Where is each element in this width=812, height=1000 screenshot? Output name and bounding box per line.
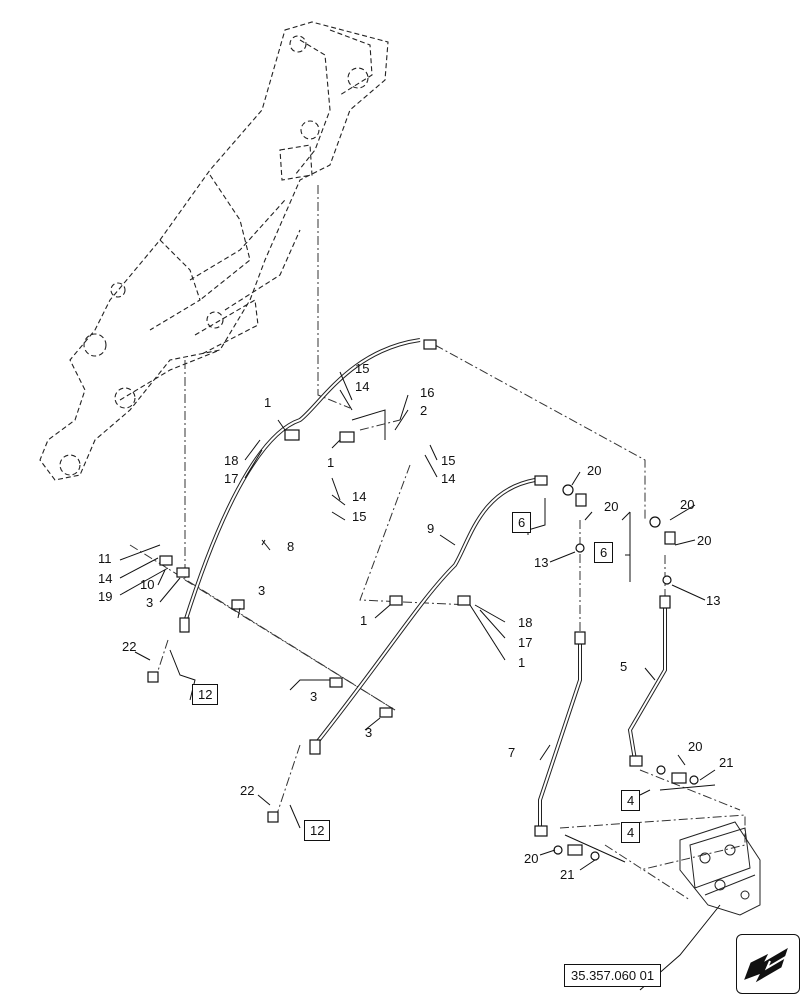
- callout-15: 15: [441, 453, 456, 468]
- callout-19: 19: [98, 589, 113, 604]
- callout-14: 14: [98, 571, 113, 586]
- callout-22: 22: [240, 783, 255, 798]
- callout-3: 3: [365, 725, 373, 740]
- arrow-down-left-icon: [744, 947, 790, 983]
- leader-lines: [119, 371, 721, 991]
- callout-20: 20: [688, 739, 703, 754]
- boxed-callout-12: 12: [192, 684, 219, 705]
- callout-16: 16: [420, 385, 435, 400]
- callout-14: 14: [355, 379, 370, 394]
- callout-1: 1: [327, 455, 335, 470]
- callout-20: 20: [587, 463, 602, 478]
- reference-label: 35.357.060 01: [564, 964, 662, 987]
- boxed-callout-4: 4: [621, 790, 641, 811]
- callout-8: 8: [287, 539, 295, 554]
- callout-1: 1: [518, 655, 526, 670]
- callout-17: 17: [518, 635, 533, 650]
- callout-10: 10: [140, 577, 155, 592]
- callout-11: 11: [98, 551, 112, 566]
- loader-arm: [39, 21, 389, 481]
- center-lines: [129, 185, 746, 901]
- boxed-callout-6: 6: [512, 512, 532, 533]
- callout-5: 5: [620, 659, 628, 674]
- callout-9: 9: [427, 521, 435, 536]
- boxed-callout-12: 12: [304, 820, 331, 841]
- callout-20: 20: [604, 499, 619, 514]
- callout-18: 18: [224, 453, 239, 468]
- callout-18: 18: [518, 615, 533, 630]
- control-valve: [679, 821, 761, 916]
- callout-22: 22: [122, 639, 137, 654]
- callout-13: 13: [534, 555, 549, 570]
- callout-13: 13: [706, 593, 721, 608]
- fittings: [147, 339, 699, 861]
- callout-3: 3: [310, 689, 318, 704]
- callout-20: 20: [524, 851, 539, 866]
- callout-20: 20: [680, 497, 695, 512]
- boxed-callout-6: 6: [594, 542, 614, 563]
- callout-1: 1: [264, 395, 272, 410]
- callout-14: 14: [441, 471, 456, 486]
- callout-3: 3: [146, 595, 154, 610]
- boxed-callout-4: 4: [621, 822, 641, 843]
- callout-7: 7: [508, 745, 516, 760]
- callout-3: 3: [258, 583, 266, 598]
- callout-17: 17: [224, 471, 239, 486]
- hoses: [183, 338, 667, 828]
- callout-14: 14: [352, 489, 367, 504]
- callout-21: 21: [560, 867, 575, 882]
- callout-1: 1: [360, 613, 368, 628]
- callout-15: 15: [355, 361, 370, 376]
- callout-20: 20: [697, 533, 712, 548]
- callout-15: 15: [352, 509, 367, 524]
- navigation-arrow-button[interactable]: [736, 934, 800, 994]
- callout-21: 21: [719, 755, 734, 770]
- callout-2: 2: [420, 403, 428, 418]
